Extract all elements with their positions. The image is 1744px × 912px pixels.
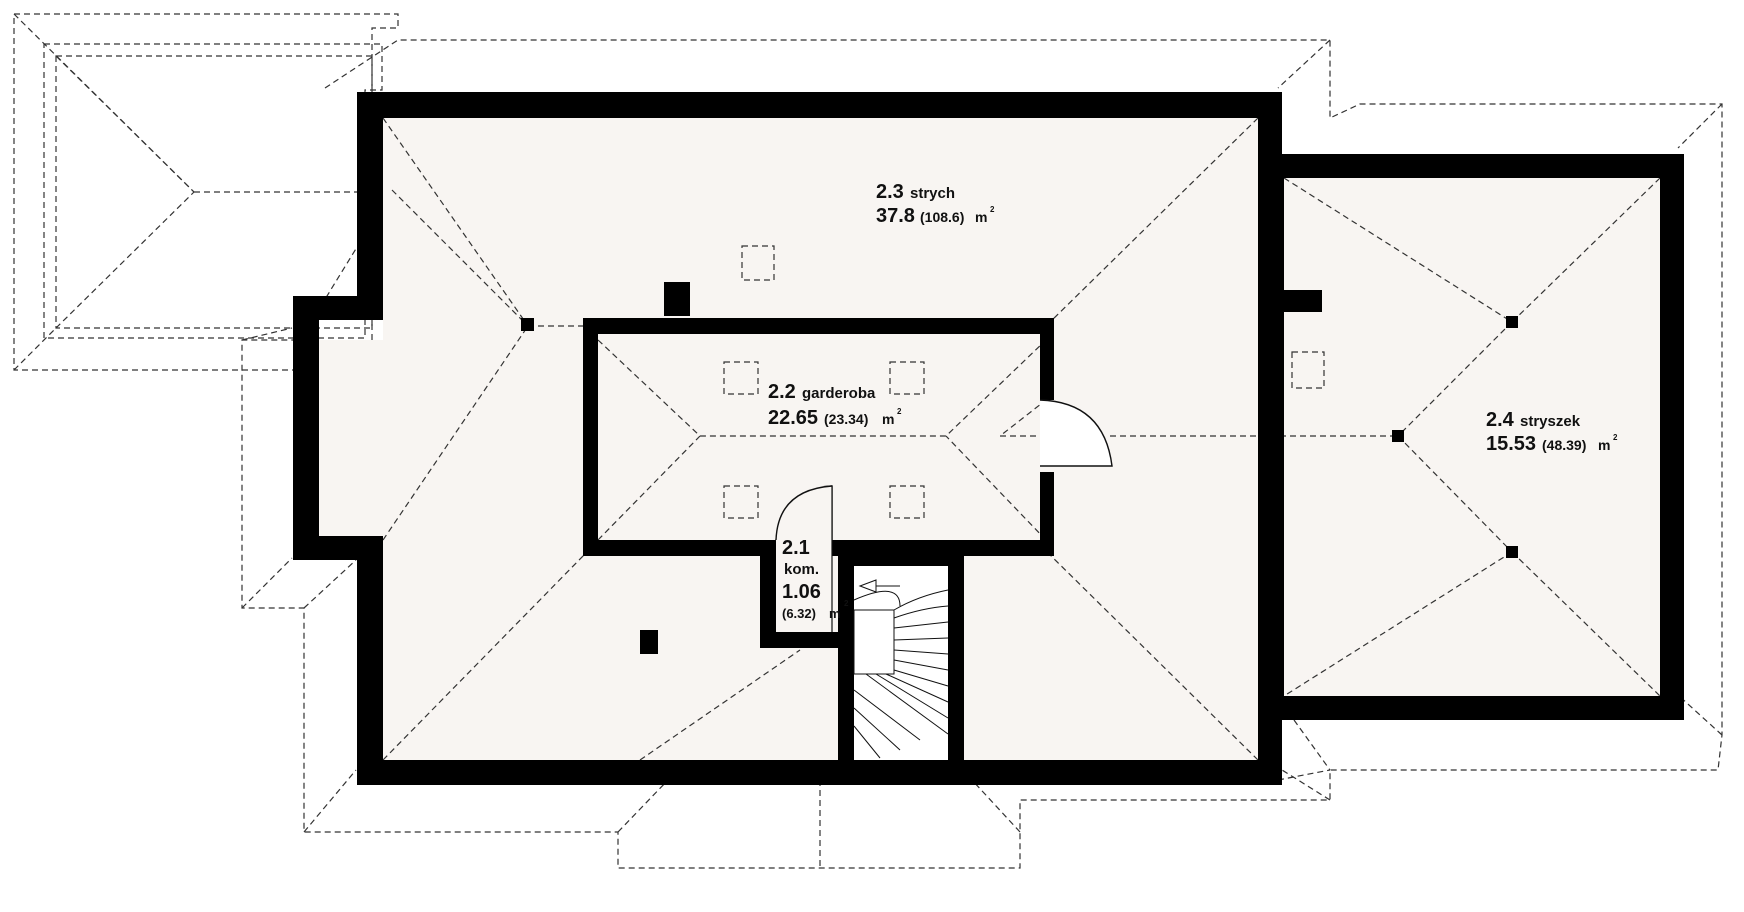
room-name-stryszek: stryszek	[1520, 413, 1581, 430]
room-area-kom: 1.06	[782, 581, 821, 603]
room-unit-sup-kom: 2	[844, 599, 849, 608]
room-area-total-strych: (108.6)	[920, 209, 964, 225]
room-unit-stryszek: m	[1598, 437, 1610, 453]
room-label-kom: 2.1 kom. 1.06 (6.32) m 2	[782, 537, 849, 621]
room-area-stryszek: 15.53	[1486, 433, 1536, 455]
room-area-total-kom: (6.32)	[782, 606, 816, 621]
room-unit-sup-garderoba: 2	[897, 407, 902, 416]
staircase	[853, 566, 949, 760]
room-label-stryszek: 2.4 stryszek 15.53 (48.39) m 2	[1486, 409, 1618, 455]
room-unit-kom: m	[829, 606, 841, 621]
doors	[775, 399, 1113, 632]
walls	[293, 92, 1684, 785]
room-unit-sup-strych: 2	[990, 205, 995, 214]
room-area-strych: 37.8	[876, 205, 915, 227]
room-number-garderoba: 2.2	[768, 381, 796, 403]
room-label-garderoba: 2.2 garderoba 22.65 (23.34) m 2	[768, 381, 902, 429]
roof-ridges	[382, 117, 1661, 761]
room-name-strych: strych	[910, 185, 955, 202]
skylights	[723, 245, 1325, 519]
room-name-garderoba: garderoba	[802, 385, 876, 402]
room-number-kom: 2.1	[782, 537, 810, 559]
room-area-total-stryszek: (48.39)	[1542, 437, 1586, 453]
room-area-garderoba: 22.65	[768, 407, 818, 429]
room-unit-strych: m	[975, 209, 987, 225]
room-unit-garderoba: m	[882, 411, 894, 427]
room-label-strych: 2.3 strych 37.8 (108.6) m 2	[876, 181, 995, 227]
room-number-stryszek: 2.4	[1486, 409, 1515, 431]
room-number-strych: 2.3	[876, 181, 904, 203]
room-name-kom: kom.	[784, 561, 819, 578]
floor-areas	[319, 118, 1660, 760]
room-area-total-garderoba: (23.34)	[824, 411, 868, 427]
room-unit-sup-stryszek: 2	[1613, 433, 1618, 442]
